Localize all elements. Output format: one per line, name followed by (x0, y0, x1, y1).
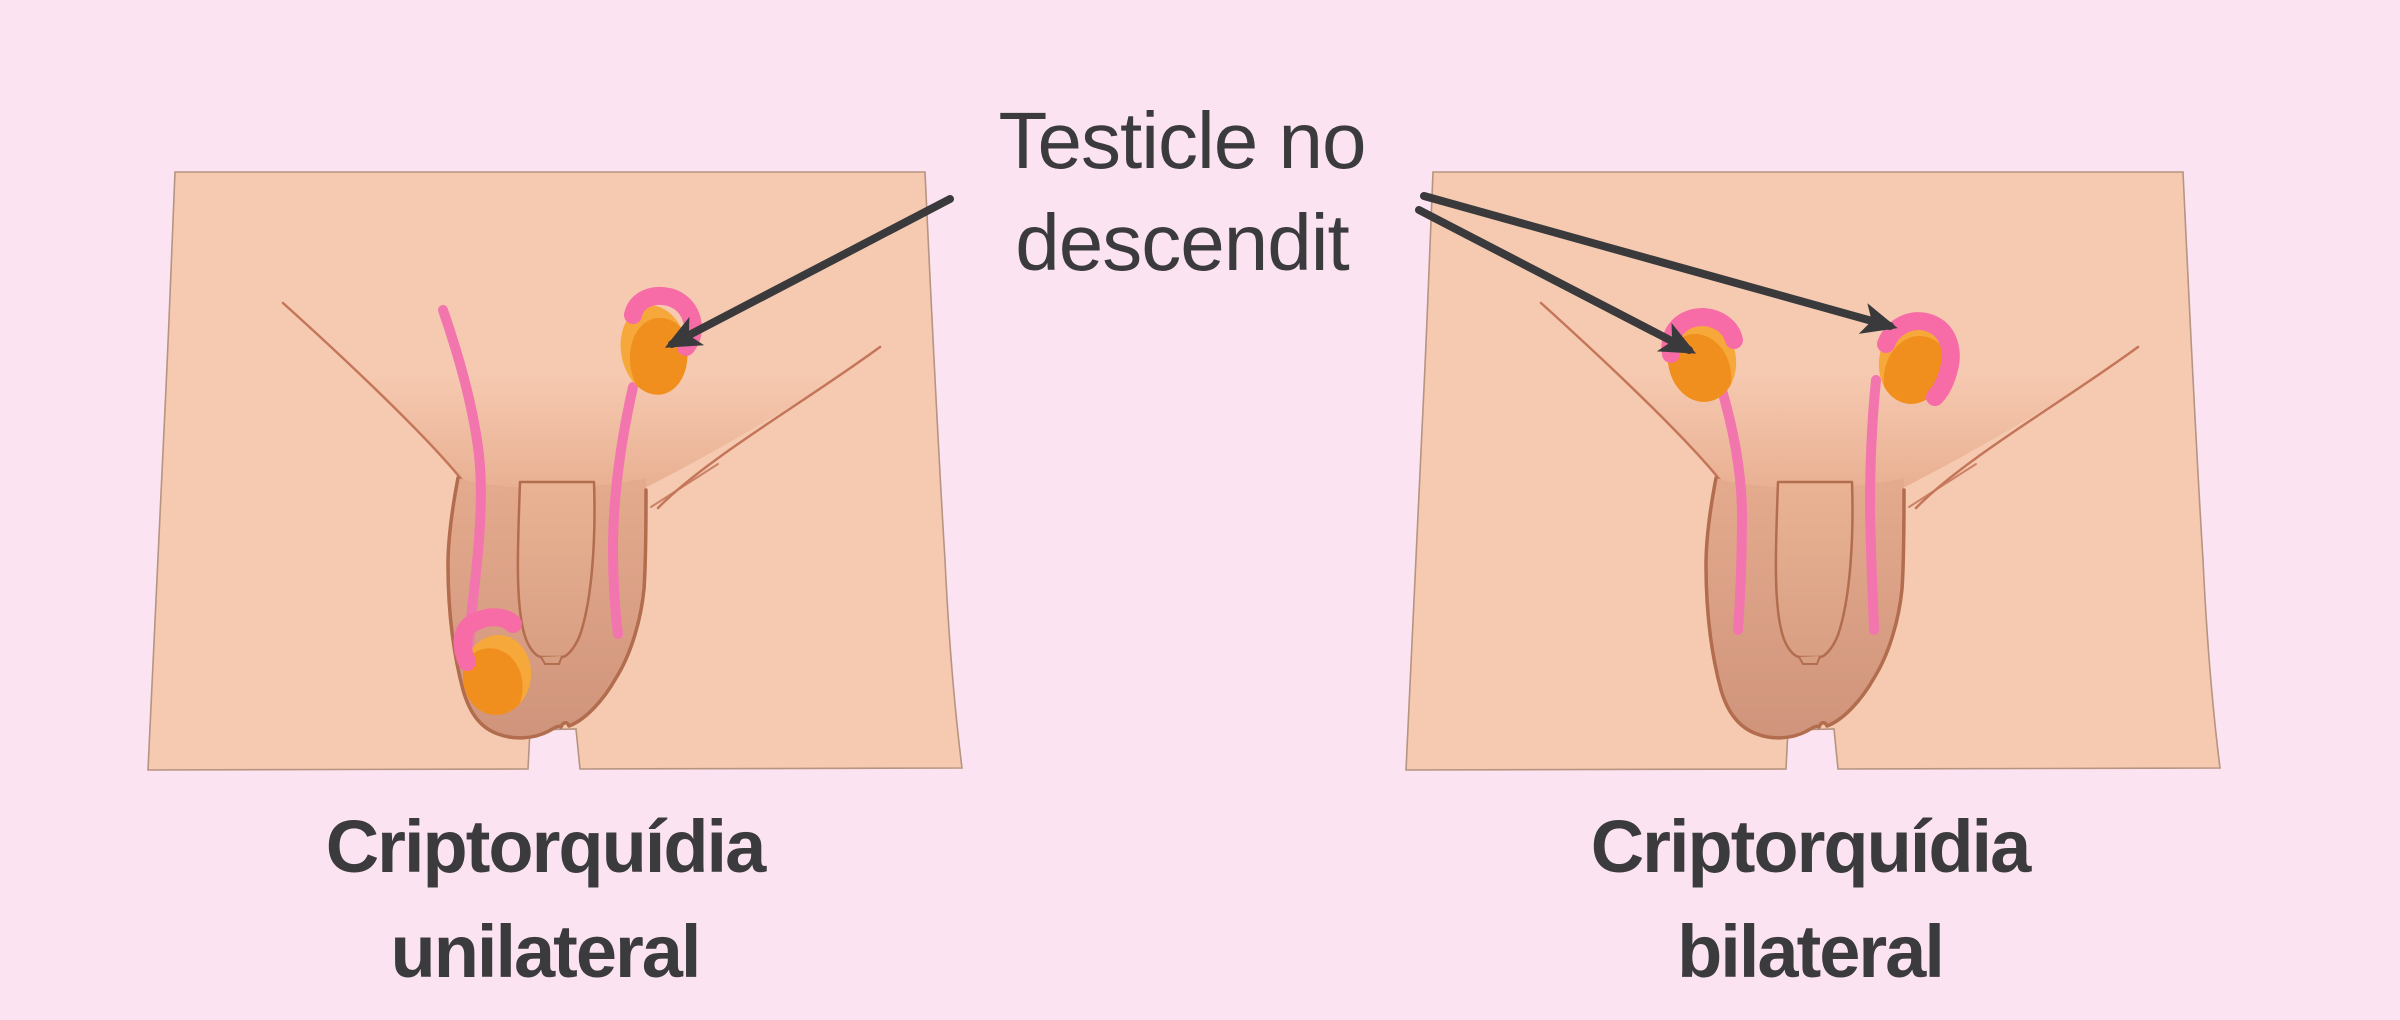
arrow-to-unilateral-testicle (664, 195, 954, 348)
annotation-label-line2: descendit (1015, 198, 1349, 287)
spermatic-cord-undescended-side (607, 382, 638, 639)
inguinal-crease-left (1539, 301, 1722, 482)
inguinal-crease-fork (1908, 463, 1977, 508)
inguinal-crease-fork (650, 463, 719, 508)
figure-bilateral (1405, 171, 2221, 771)
figure-unilateral (147, 171, 963, 771)
caption-unilateral-line2: unilateral (391, 910, 700, 993)
spermatic-cord-left (1714, 375, 1748, 635)
caption-bilateral-line1: Criptorquídia (1591, 805, 2032, 888)
annotation: Testicle no descendit (664, 96, 1898, 354)
arrow-to-bilateral-right-testicle (1420, 192, 1898, 334)
inguinal-crease-left (281, 301, 464, 482)
caption-bilateral-line2: bilateral (1677, 910, 1943, 993)
caption-unilateral-line1: Criptorquídia (326, 805, 767, 888)
scrotum-outline (1704, 476, 1906, 740)
penis-tip (1798, 655, 1821, 665)
penis-tip (540, 655, 563, 665)
epididymis-descended (453, 608, 522, 671)
scrotum-outline (446, 476, 648, 740)
epididymis-right (1877, 312, 1960, 406)
annotation-label-line1: Testicle no (999, 96, 1366, 185)
spermatic-cord-descended-side (438, 305, 486, 649)
pubic-shading (283, 303, 880, 492)
spermatic-cord-right (1864, 375, 1881, 635)
arrow-to-bilateral-left-testicle (1415, 206, 1697, 354)
